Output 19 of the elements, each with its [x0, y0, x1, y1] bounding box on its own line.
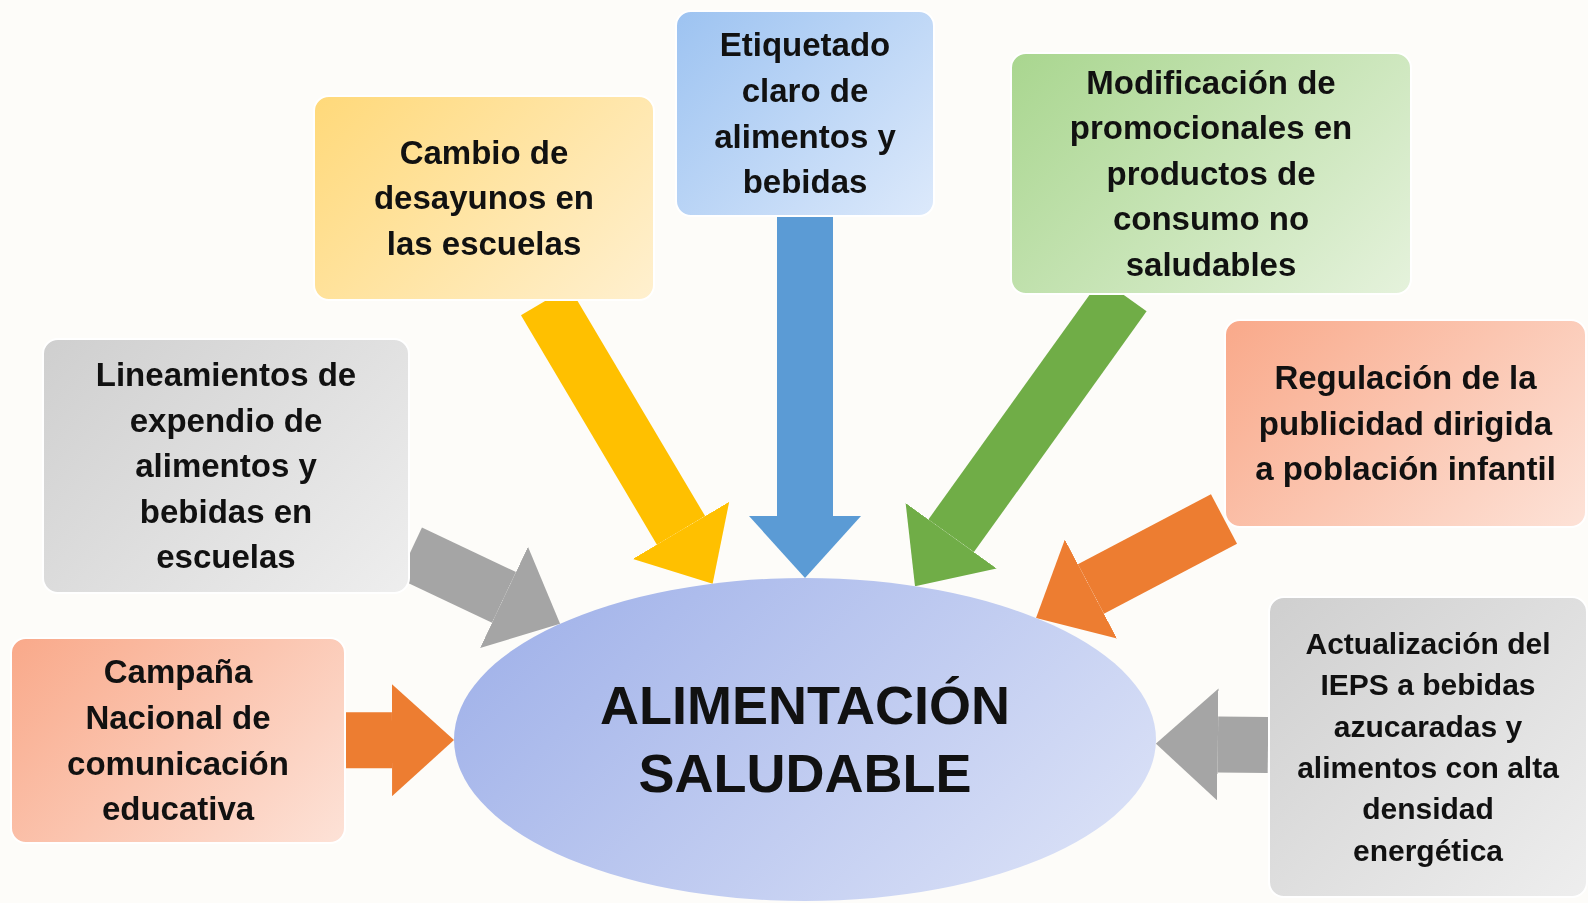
process-box	[42, 338, 410, 594]
box-label: Campaña Nacional de comunicación educativa	[66, 652, 290, 830]
box-label: Regulación de la publicidad dirigida a población infantil	[1254, 358, 1557, 490]
box-label: Lineamientos de expendio de alimentos y bebidas en escuelas	[94, 355, 358, 578]
block-arrow	[749, 217, 861, 578]
box-label: Etiquetado claro de alimentos y bebidas	[713, 25, 897, 203]
box-label: Actualización del IEPS a bebidas azucaradas y alimentos con alta densidad energética	[1296, 625, 1560, 869]
center-title: ALIMENTACIÓN SALUDABLE	[599, 674, 1011, 805]
box-label: Cambio de desayunos en las escuelas	[372, 132, 596, 264]
box-label: Modificación de promocionales en productos de consumo no saludables	[1068, 62, 1354, 285]
block-arrow	[1155, 688, 1269, 801]
process-box	[675, 10, 935, 217]
process-box	[1010, 52, 1412, 295]
process-box	[313, 95, 655, 301]
process-box	[10, 637, 346, 844]
process-box	[1224, 319, 1587, 528]
block-arrow	[346, 684, 454, 797]
process-box	[1268, 596, 1588, 898]
block-arrow	[1036, 494, 1237, 639]
